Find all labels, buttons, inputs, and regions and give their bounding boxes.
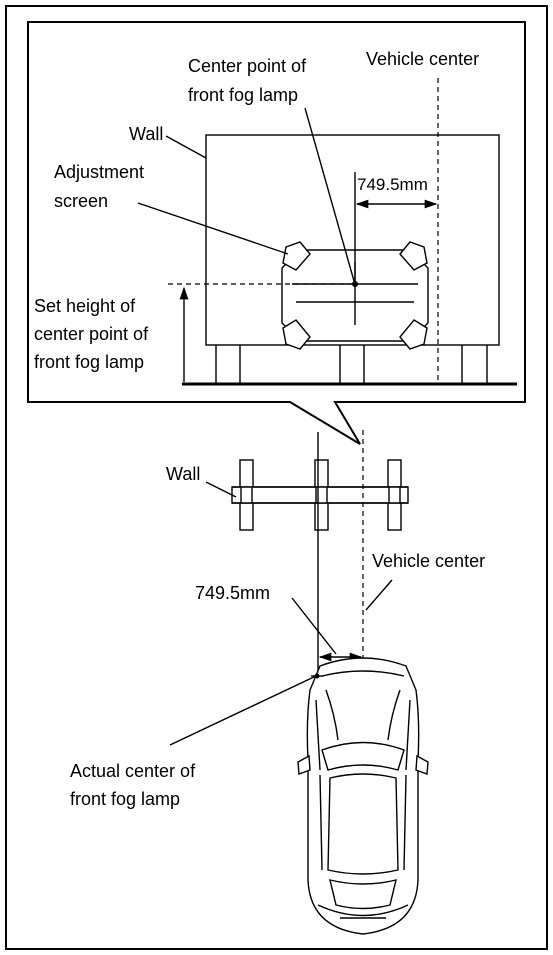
leader-actual-center bbox=[169, 675, 317, 746]
label-wall-plan: Wall bbox=[166, 464, 200, 484]
leader-wall-top bbox=[165, 135, 207, 159]
leader-dimension-plan bbox=[291, 597, 337, 655]
label-actual-center: Actual center of front fog lamp bbox=[70, 761, 200, 809]
label-dimension-plan: 749.5mm bbox=[195, 583, 270, 603]
leader-adjustment-screen bbox=[137, 202, 289, 255]
detail-callout-box bbox=[27, 21, 526, 445]
detail-wall-legs bbox=[215, 345, 488, 384]
adjustment-screen bbox=[281, 241, 429, 350]
label-adjustment-screen: Adjustment screen bbox=[54, 162, 149, 211]
label-center-point: Center point of front fog lamp bbox=[188, 56, 311, 105]
label-set-height: Set height of center point of front fog … bbox=[34, 296, 153, 372]
detail-dimension bbox=[354, 172, 438, 282]
detail-wall bbox=[205, 134, 500, 346]
leader-center-point bbox=[304, 107, 355, 282]
label-vehicle-center-plan: Vehicle center bbox=[372, 551, 485, 571]
label-dimension-top: 749.5mm bbox=[357, 175, 428, 194]
leader-wall-plan bbox=[205, 481, 237, 498]
plan-wall bbox=[231, 459, 409, 531]
leader-vehicle-center-plan bbox=[365, 579, 393, 611]
label-wall-top: Wall bbox=[129, 124, 163, 144]
vehicle-top-view bbox=[297, 657, 429, 935]
label-vehicle-center-top: Vehicle center bbox=[366, 49, 479, 69]
outer-frame bbox=[5, 5, 548, 950]
actual-fog-lamp-point bbox=[311, 673, 324, 679]
